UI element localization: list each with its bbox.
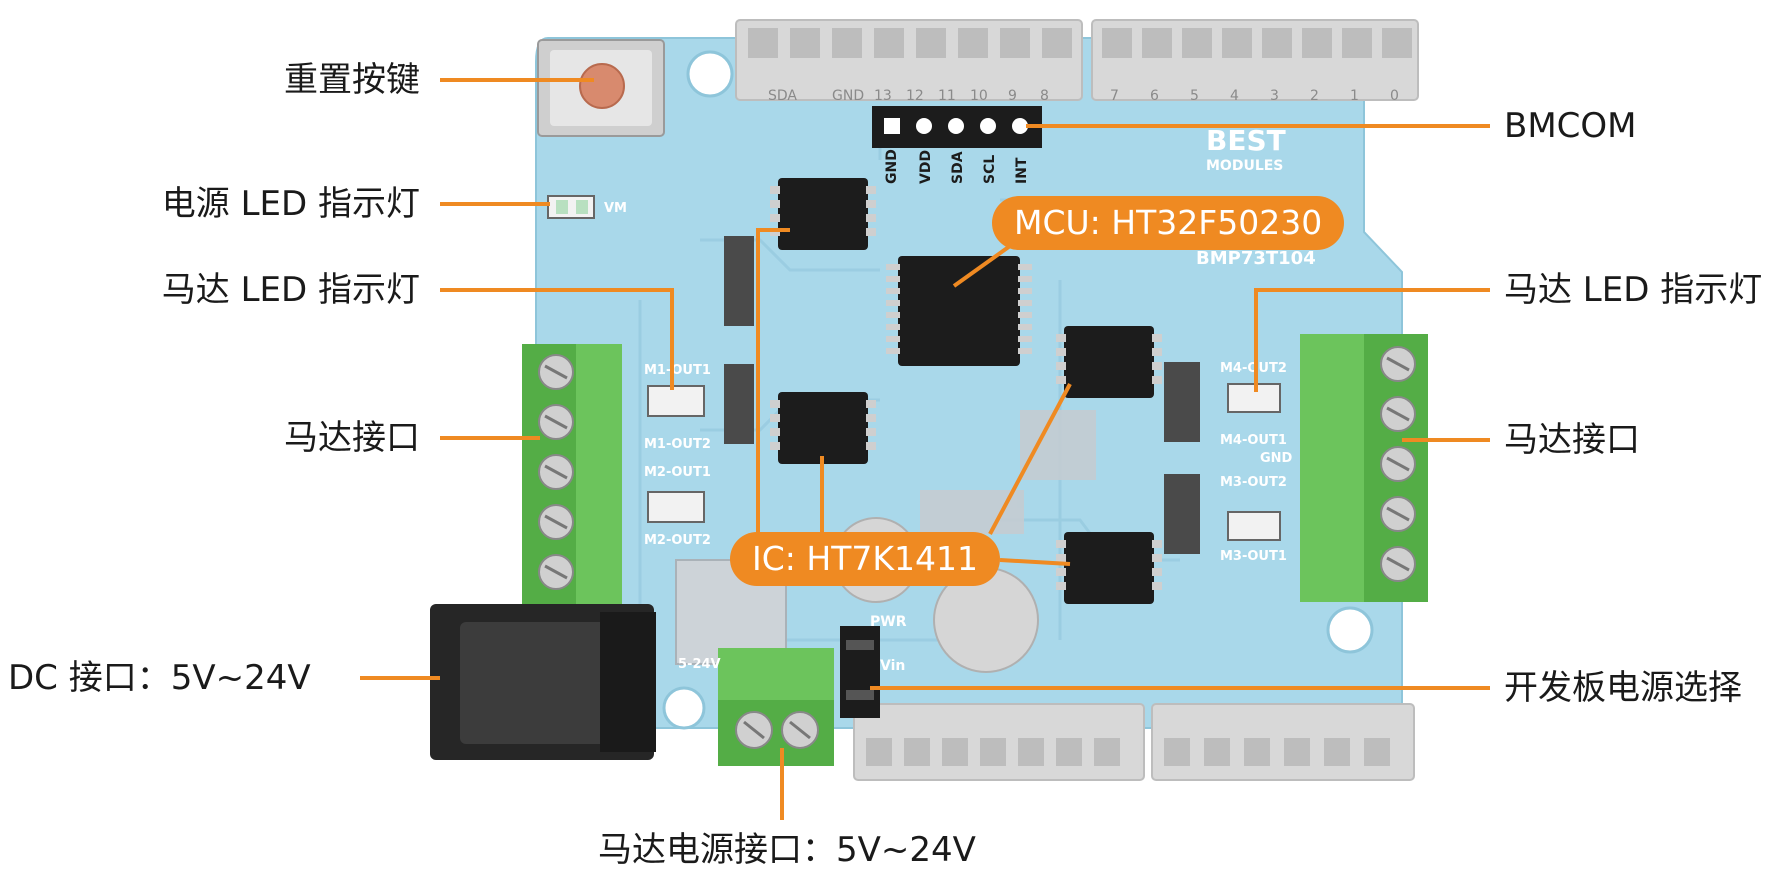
hdr-top-sda: SDA (768, 88, 797, 104)
leader-motor-led-left (440, 288, 674, 390)
hdr-top-0: 0 (1390, 88, 1399, 104)
ic-chip-4 (1056, 532, 1162, 604)
hdr-top-5: 5 (1190, 88, 1199, 104)
silk-left-4: M2-OUT2 (644, 533, 711, 548)
leader-lines (360, 78, 1490, 820)
header-bottom (853, 703, 1415, 781)
label-motor-led-right: 马达 LED 指示灯 (1504, 270, 1763, 310)
label-reset-button: 重置按键 (284, 60, 420, 100)
mounting-holes (662, 50, 1374, 730)
callout-ic: IC: HT7K1411 (730, 532, 1000, 586)
silk-left-1: M1-OUT1 (644, 363, 711, 378)
ic-chip-1 (770, 178, 876, 250)
silk-vin: Vin (880, 658, 905, 674)
hdr-top-9: 9 (1008, 88, 1017, 104)
leader-mcu (952, 244, 1012, 288)
bmcom-pin-gnd: GND (884, 149, 900, 184)
silk-right-2: M4-OUT1 (1220, 433, 1287, 448)
hdr-top-gnd: GND (832, 88, 864, 104)
hdr-top-1: 1 (1350, 88, 1359, 104)
ic-chip-2 (770, 392, 876, 464)
label-dc-port: DC 接口：5V~24V (8, 658, 311, 698)
bmcom-pin-sda: SDA (950, 151, 966, 184)
label-motor-port-left: 马达接口 (284, 418, 420, 458)
hdr-top-11: 11 (938, 88, 956, 104)
left-terminal-block (522, 344, 622, 604)
silk-right-4: M3-OUT2 (1220, 475, 1287, 490)
bmcom-pin-scl: SCL (982, 155, 998, 184)
resistors (724, 236, 1200, 554)
motor-leds-left (647, 385, 705, 523)
leader-motor-led-right (1254, 288, 1490, 392)
silk-pwr: PWR (870, 614, 907, 630)
hdr-top-2: 2 (1310, 88, 1319, 104)
bmcom-pin-int: INT (1014, 157, 1030, 184)
reset-button-component (537, 39, 665, 137)
leader-ic-3 (988, 383, 1072, 535)
label-motor-port-right: 马达接口 (1504, 420, 1640, 460)
silk-brand-2: MODULES (1206, 158, 1283, 174)
bmcom-pin-labels: GND VDD SDA SCL INT (884, 149, 1030, 184)
hdr-top-12: 12 (906, 88, 924, 104)
bmcom-connector (872, 106, 1042, 148)
silkscreen-text: BEST MODULES BMP73T104 5-24V PWR Vin VM … (604, 124, 1316, 674)
label-power-select: 开发板电源选择 (1504, 668, 1742, 708)
silk-right-1: M4-OUT2 (1220, 361, 1287, 376)
silk-left-2: M1-OUT2 (644, 437, 711, 452)
inductors (920, 410, 1096, 534)
hdr-top-8: 8 (1040, 88, 1049, 104)
silk-vm: VM (604, 201, 627, 216)
ic-chip-3 (1056, 326, 1162, 398)
silk-model: BMP73T104 (1196, 248, 1316, 269)
leader-ic-4 (999, 558, 1071, 566)
label-motor-power-port: 马达电源接口：5V~24V (598, 830, 976, 870)
hdr-top-6: 6 (1150, 88, 1159, 104)
header-silk: SDA GND 13 12 11 10 9 8 7 6 5 4 3 2 1 0 (768, 88, 1399, 104)
hdr-top-10: 10 (970, 88, 988, 104)
bmcom-pin-vdd: VDD (918, 150, 934, 184)
power-select-jumper (840, 626, 880, 718)
hdr-top-4: 4 (1230, 88, 1239, 104)
leader-ic-1 (756, 228, 790, 556)
label-bmcom: BMCOM (1504, 106, 1637, 146)
motor-power-terminal (718, 648, 834, 766)
mcu-chip (886, 256, 1032, 366)
silk-left-3: M2-OUT1 (644, 465, 711, 480)
right-terminal-block (1300, 334, 1428, 602)
silk-right-5: M3-OUT1 (1220, 549, 1287, 564)
header-top-right (1091, 19, 1419, 101)
header-top-left (735, 19, 1083, 101)
hdr-top-13: 13 (874, 88, 892, 104)
silk-range: 5-24V (678, 657, 721, 672)
dc-jack (430, 604, 656, 760)
power-led-component (547, 195, 595, 219)
callout-mcu: MCU: HT32F50230 (992, 196, 1345, 250)
silk-brand-1: BEST (1206, 124, 1286, 157)
silk-right-3: GND (1260, 451, 1293, 466)
label-power-led: 电源 LED 指示灯 (161, 184, 420, 224)
hdr-top-7: 7 (1110, 88, 1119, 104)
hdr-top-3: 3 (1270, 88, 1279, 104)
label-motor-led-left: 马达 LED 指示灯 (161, 270, 420, 310)
